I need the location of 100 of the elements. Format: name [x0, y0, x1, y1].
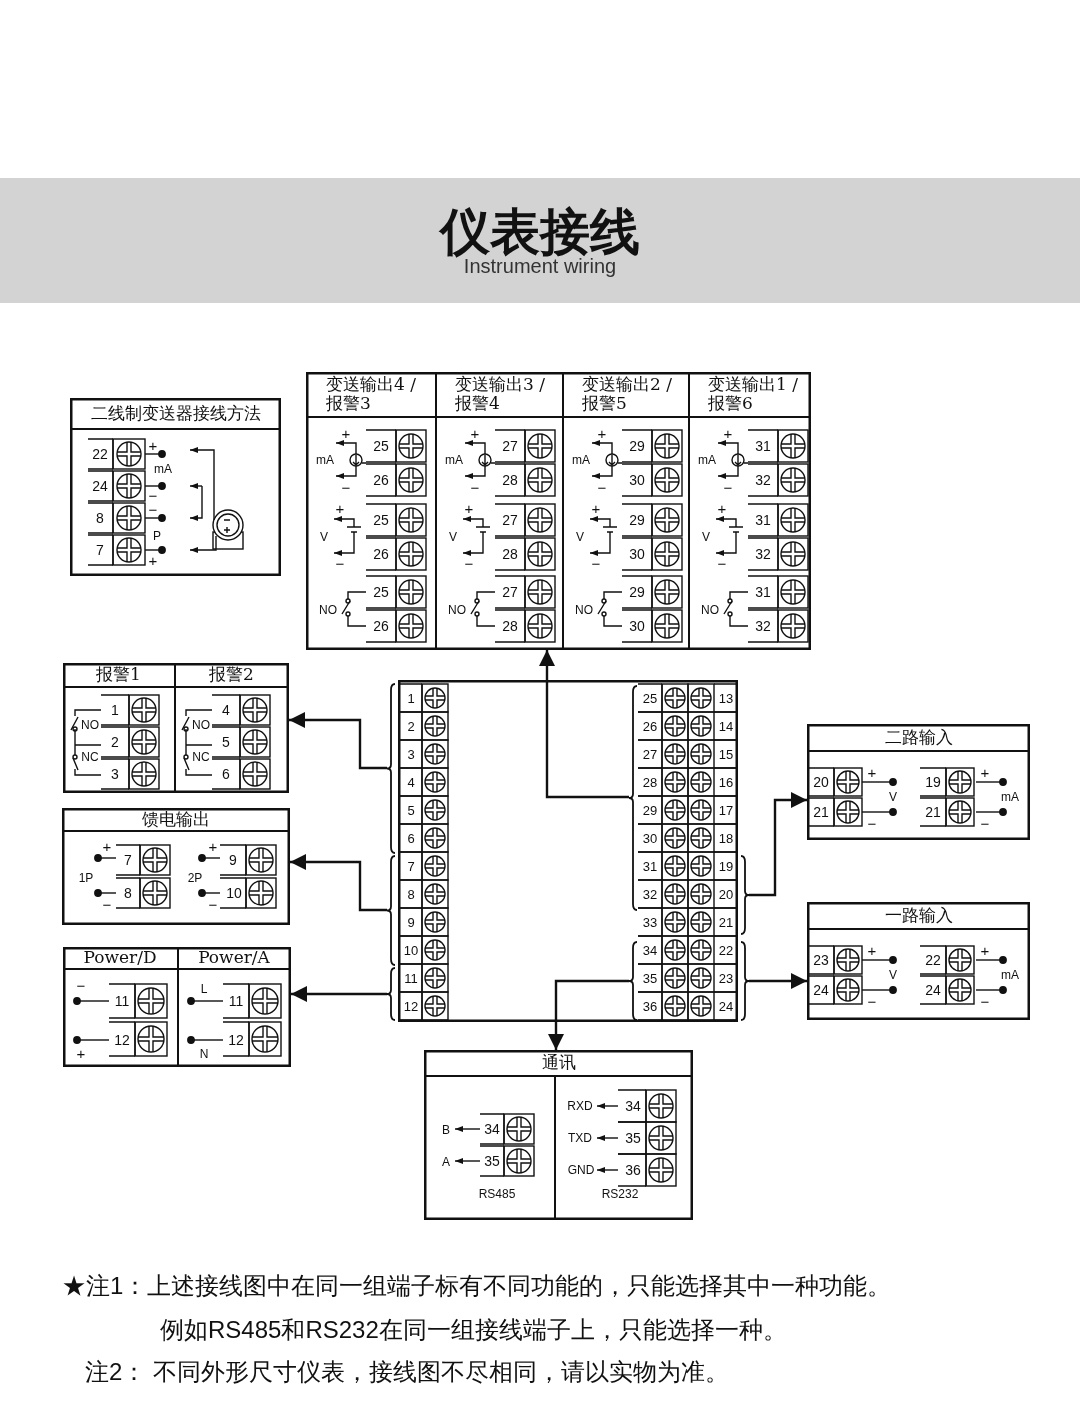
signal-label: mA [1001, 969, 1019, 981]
terminal-number: 29 [642, 803, 658, 817]
polarity-sign: − [980, 993, 990, 1009]
terminal-panel [424, 1050, 693, 1220]
panel-heading: 变送输出3 /报警4 [435, 372, 562, 418]
terminal-number: 4 [222, 703, 230, 717]
note-text: ★注1：上述接线图中在同一组端子标有不同功能的，只能选择其中一种功能。 [62, 1271, 892, 1301]
terminal-panel-section [562, 372, 688, 650]
signal-label: L [200, 983, 208, 995]
signal-label: NO [448, 604, 466, 616]
panel-heading: 变送输出2 /报警5 [562, 372, 688, 418]
signal-label: RS485 [478, 1188, 516, 1200]
terminal-number: 21 [813, 805, 829, 819]
terminal-number: 7 [407, 859, 415, 873]
signal-label: NO [701, 604, 719, 616]
polarity-sign: + [470, 425, 480, 441]
terminal-number: 12 [228, 1033, 244, 1047]
terminal-number: 1 [111, 703, 119, 717]
signal-label: V [576, 531, 584, 543]
panel-heading: 变送输出1 /报警6 [688, 372, 811, 418]
signal-label: mA [445, 454, 463, 466]
terminal-panel [306, 372, 811, 650]
terminal-number: 8 [124, 886, 132, 900]
polarity-sign: + [102, 838, 112, 854]
signal-label: mA [316, 454, 334, 466]
polarity-sign: + [148, 552, 158, 568]
terminal-number: 4 [407, 775, 415, 789]
terminal-number: 28 [502, 619, 518, 633]
polarity-sign: − [341, 479, 351, 495]
terminal-number: 28 [642, 775, 658, 789]
terminal-number: 34 [642, 943, 658, 957]
terminal-number: 18 [718, 831, 734, 845]
terminal-number: 19 [718, 859, 734, 873]
polarity-sign: − [717, 555, 727, 571]
polarity-sign: − [867, 815, 877, 831]
polarity-sign: − [148, 487, 158, 503]
panel-heading: Power/D [63, 947, 177, 970]
terminal-number: 11 [404, 971, 418, 985]
terminal-number: 22 [718, 943, 734, 957]
terminal-number: 5 [222, 735, 230, 749]
instrument-terminal-panel [398, 680, 738, 1022]
connector-arrow [749, 792, 807, 897]
terminal-number: 30 [642, 831, 658, 845]
terminal-number: 10 [226, 886, 242, 900]
terminal-number: 26 [642, 719, 658, 733]
terminal-number: 26 [373, 547, 389, 561]
terminal-number: 31 [755, 439, 771, 453]
terminal-panel-section [435, 372, 562, 650]
terminal-number: 25 [373, 439, 389, 453]
signal-label: 2P [187, 872, 203, 884]
signal-label: mA [698, 454, 716, 466]
terminal-number: 35 [484, 1154, 500, 1168]
panel-heading: 报警2 [174, 663, 289, 688]
terminal-panel-section [688, 372, 811, 650]
signal-label: NO [81, 719, 99, 731]
connector-arrow [290, 854, 387, 912]
terminal-number: 15 [718, 747, 734, 761]
signal-label: NC [192, 751, 210, 763]
polarity-sign: + [591, 500, 601, 516]
terminal-number: 12 [114, 1033, 130, 1047]
panel-heading: 二路输入 [807, 724, 1030, 752]
terminal-number: 8 [407, 887, 415, 901]
signal-label: N [199, 1048, 209, 1060]
signal-label: A [442, 1156, 450, 1168]
panel-heading: 通讯 [424, 1050, 693, 1077]
signal-label: V [702, 531, 710, 543]
terminal-panel [807, 724, 1030, 840]
terminal-number: 24 [92, 479, 108, 493]
terminal-number: 29 [629, 585, 645, 599]
terminal-number: 11 [228, 994, 244, 1008]
polarity-sign: − [208, 896, 218, 912]
terminal-number: 32 [642, 887, 658, 901]
signal-label: TXD [568, 1132, 592, 1144]
polarity-sign: − [867, 993, 877, 1009]
terminal-number: 2 [111, 735, 119, 749]
terminal-number: 21 [925, 805, 941, 819]
terminal-number: 26 [373, 473, 389, 487]
terminal-number: 35 [642, 971, 658, 985]
terminal-number: 23 [718, 971, 734, 985]
polarity-sign: − [980, 815, 990, 831]
signal-label: NO [319, 604, 337, 616]
terminal-number: 7 [124, 853, 132, 867]
terminal-number: 25 [373, 513, 389, 527]
signal-label: NO [192, 719, 210, 731]
polarity-sign: + [76, 1045, 86, 1061]
terminal-panel [70, 398, 281, 576]
terminal-number: 12 [403, 999, 419, 1013]
terminal-number: 29 [629, 439, 645, 453]
terminal-number: 22 [925, 953, 941, 967]
terminal-number: 34 [484, 1122, 500, 1136]
terminal-number: 17 [718, 803, 734, 817]
panel-heading: 报警1 [63, 663, 174, 688]
terminal-panel-section [174, 663, 289, 793]
signal-label: 1P [78, 872, 94, 884]
connector-arrow [749, 973, 807, 989]
terminal-number: 13 [718, 691, 734, 705]
terminal-number: 29 [629, 513, 645, 527]
signal-label: RXD [567, 1100, 593, 1112]
signal-label: V [889, 969, 897, 981]
terminal-number: 9 [407, 915, 415, 929]
